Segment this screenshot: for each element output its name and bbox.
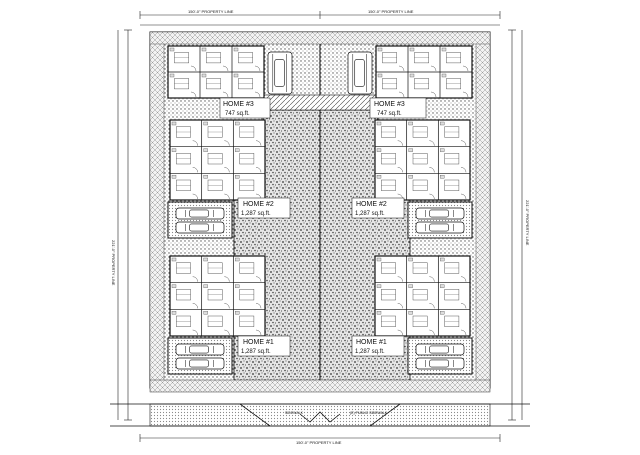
sidewalk-strip <box>149 403 491 427</box>
home3-left-title: HOME #3 <box>223 101 254 108</box>
home2-right-label-box: HOME #2 1,287 sq.ft. <box>351 197 405 219</box>
left-property-line-label: 221'-0" PROPERTY LINE <box>111 240 116 286</box>
dimension-lines <box>117 11 523 442</box>
home3-left-plan <box>167 45 265 99</box>
home1-right-plan-car-1 <box>415 343 465 356</box>
home2-right-area: 1,287 sq.ft. <box>355 211 385 217</box>
home2-right-plan-car-1 <box>415 207 465 220</box>
right-property-line-label: 221'-0" PROPERTY LINE <box>525 200 530 246</box>
home2-left-label-box: HOME #2 1,287 sq.ft. <box>237 197 291 219</box>
home2-left-title: HOME #2 <box>243 201 274 208</box>
home1-right-title: HOME #1 <box>356 339 387 346</box>
top-property-line-right-label: 150'-0" PROPERTY LINE <box>368 9 414 14</box>
home2-left-area: 1,287 sq.ft. <box>241 211 271 217</box>
home2-right-plan-car-2 <box>415 221 465 234</box>
sidewalk-label-right: (E) PUBLIC SIDEWALK <box>350 411 388 415</box>
left-yard-hatch <box>149 31 165 389</box>
home3-right-title: HOME #3 <box>374 101 405 108</box>
home1-left-plan-car-1 <box>175 343 225 356</box>
home2-left-plan-car-1 <box>175 207 225 220</box>
front-yard-strip <box>149 379 491 393</box>
home3-left-area: 747 sq.ft. <box>225 111 250 117</box>
sidewalk-label-left: SIDEWALK <box>285 411 304 415</box>
home1-left-plan-garage <box>167 337 233 375</box>
driveway-entrance <box>263 94 377 111</box>
home2-left-plan-car-2 <box>175 221 225 234</box>
home1-right-label-box: HOME #1 1,287 sq.ft. <box>351 335 405 357</box>
home2-right-plan <box>374 119 473 239</box>
driveway-apron <box>239 403 401 427</box>
homes-layer <box>167 45 473 375</box>
home1-right-plan-garage <box>407 337 473 375</box>
home1-left-area: 1,287 sq.ft. <box>241 349 271 355</box>
bottom-property-line-label: 150'-0" PROPERTY LINE <box>296 440 342 445</box>
top-property-line-left-label: 150'-0" PROPERTY LINE <box>188 9 234 14</box>
home3-left-label-box: HOME #3 747 sq.ft. <box>219 97 271 119</box>
home1-left-title: HOME #1 <box>243 339 274 346</box>
home3-right-carport-car <box>347 51 373 95</box>
top-yard-hatch <box>149 31 491 45</box>
right-yard-hatch <box>475 31 491 389</box>
home2-right-title: HOME #2 <box>356 201 387 208</box>
home2-right-plan-garage <box>407 201 473 239</box>
home1-right-area: 1,287 sq.ft. <box>355 349 385 355</box>
home1-left-plan <box>167 255 266 375</box>
home3-left-carport-car <box>267 51 293 95</box>
home3-right-area: 747 sq.ft. <box>377 111 402 117</box>
home1-right-plan <box>374 255 473 375</box>
home1-left-label-box: HOME #1 1,287 sq.ft. <box>237 335 291 357</box>
home2-left-plan <box>167 119 266 239</box>
home3-right-label-box: HOME #3 747 sq.ft. <box>369 97 427 119</box>
home1-left-plan-car-2 <box>175 357 225 370</box>
home2-left-plan-garage <box>167 201 233 239</box>
home3-right-plan <box>375 45 473 99</box>
home1-right-plan-car-2 <box>415 357 465 370</box>
